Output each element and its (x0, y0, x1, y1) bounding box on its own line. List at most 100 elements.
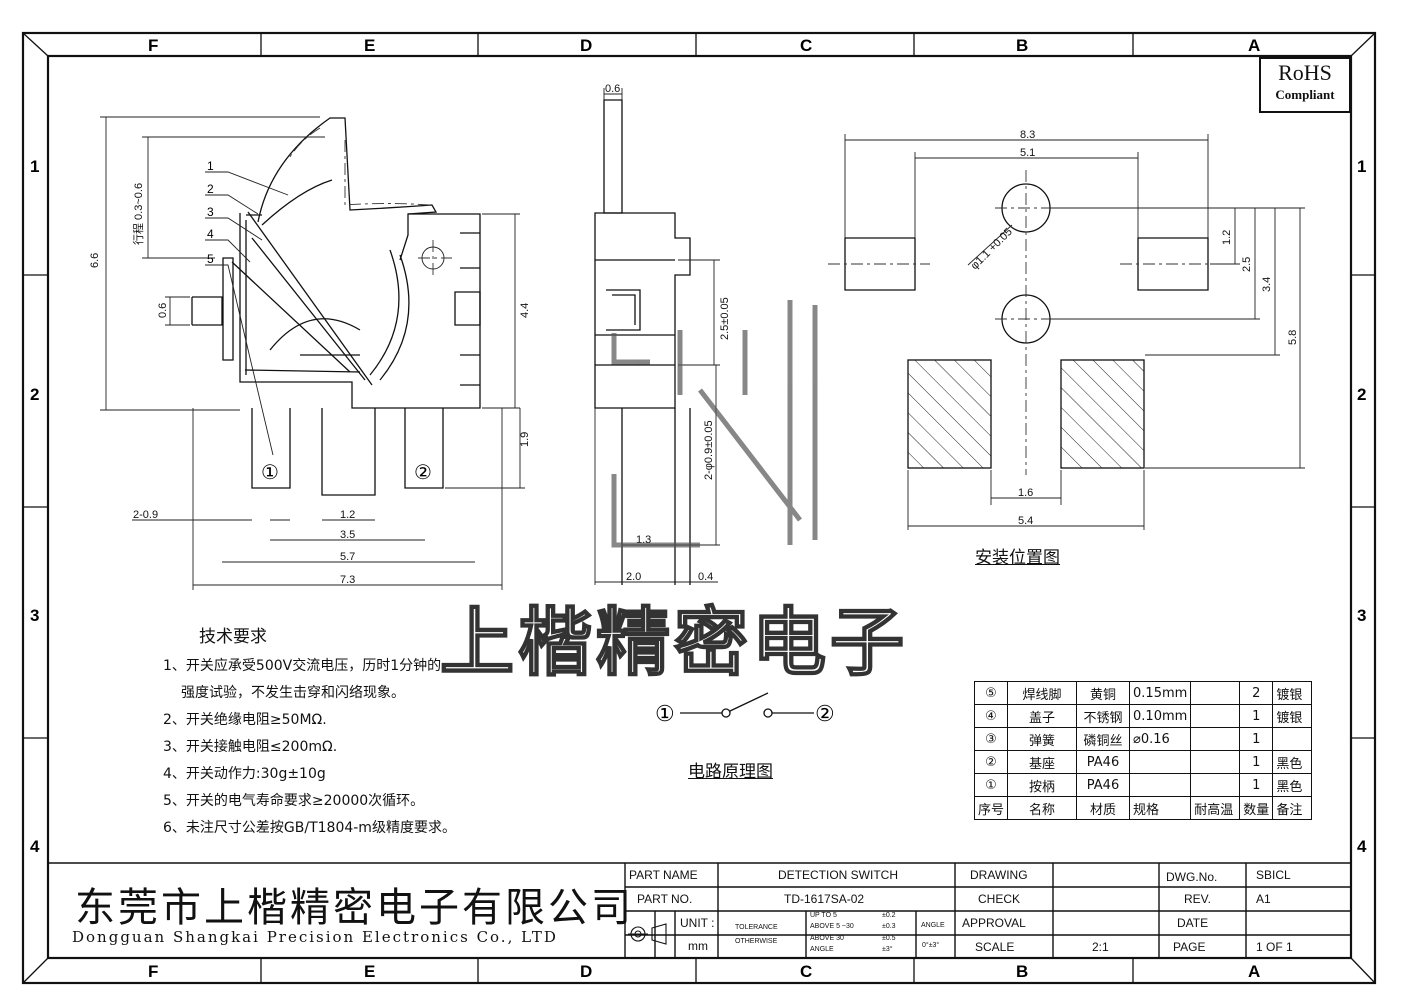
dwg-no-label: DWG.No. (1166, 870, 1218, 884)
logo-watermark-shape (611, 300, 818, 548)
zone-row-3-right: 3 (1357, 606, 1366, 625)
zone-row-1-left: 1 (30, 157, 39, 176)
requirements-title: 技术要求 (199, 627, 267, 647)
bom-cell: 黑色 (1272, 773, 1313, 797)
callout-5: 5 (207, 252, 214, 266)
bom-cell: 1 (1239, 727, 1274, 751)
tol-value: ±3° (882, 946, 893, 953)
bom-cell: 按柄 (1007, 773, 1078, 797)
rev-label: REV. (1184, 892, 1211, 906)
zone-row-4-left: 4 (30, 837, 40, 856)
bom-header-cell: 规格 (1129, 796, 1192, 820)
dim-d1: 1.2 (340, 509, 355, 521)
rev-value: A1 (1256, 892, 1271, 906)
bom-cell (1190, 750, 1241, 774)
bom-cell: ③ (973, 727, 1009, 751)
bom-cell: 0.10mm (1129, 704, 1192, 728)
scale-label: SCALE (975, 940, 1015, 954)
tol-range: ABOVE 30 (810, 935, 844, 942)
outer-border (21, 31, 1377, 985)
rohs-subtitle: Compliant (1275, 87, 1335, 102)
zone-col-d-bottom: D (580, 962, 592, 981)
terminal-1-label: ① (261, 462, 279, 484)
dim-body-height: 4.4 (519, 303, 531, 318)
company-name-cn: 东莞市上楷精密电子有限公司 (75, 885, 634, 931)
zone-col-d-top: D (580, 36, 592, 55)
dim-d3: 5.7 (340, 551, 355, 563)
circuit-caption: 电路原理图 (688, 762, 773, 782)
zone-col-a-top: A (1248, 36, 1260, 55)
approval-label: APPROVAL (962, 916, 1026, 930)
bom-cell: ② (973, 750, 1009, 774)
requirement-item: 强度试验，不发生击穿和闪络现象。 (181, 685, 405, 701)
requirement-item: 2、开关绝缘电阻≥50MΩ. (163, 712, 327, 728)
callout-1: 1 (207, 159, 214, 173)
part-name-value: DETECTION SWITCH (778, 868, 898, 882)
requirement-item: 3、开关接触电阻≤200mΩ. (163, 739, 338, 755)
bom-cell: 不锈钢 (1076, 704, 1131, 728)
dim-fp-w3: 5.4 (1018, 515, 1033, 527)
bom-cell (1190, 773, 1241, 797)
circuit-left-terminal: ① (655, 701, 675, 726)
bom-cell (1272, 727, 1313, 751)
zone-col-a-bottom: A (1248, 962, 1260, 981)
footprint-caption: 安装位置图 (975, 548, 1060, 568)
tol-value: ±0.2 (882, 912, 896, 919)
callout-4: 4 (207, 227, 214, 241)
tolerance-label: TOLERANCE (735, 924, 778, 931)
scale-value: 2:1 (1092, 940, 1109, 954)
zone-col-b-top: B (1016, 36, 1028, 55)
requirement-item: 5、开关的电气寿命要求≥20000次循环。 (163, 793, 425, 809)
page-label: PAGE (1173, 940, 1206, 954)
zone-row-4-right: 4 (1357, 837, 1367, 856)
check-label: CHECK (978, 892, 1021, 906)
tol-range: ANGLE (810, 946, 834, 953)
bom-cell: 镀银 (1272, 704, 1313, 728)
part-no-value: TD-1617SA-02 (784, 892, 865, 906)
dim-side-height: 6.6 (89, 253, 101, 268)
title-block-grid (48, 862, 1351, 958)
bom-cell: 黄铜 (1076, 681, 1131, 705)
circuit-right-terminal: ② (815, 701, 835, 726)
dim-fp-w2: 5.1 (1020, 147, 1035, 159)
bom-cell: 盖子 (1007, 704, 1078, 728)
bom-cell (1129, 750, 1192, 774)
bom-cell: 1 (1239, 773, 1274, 797)
bom-cell: 基座 (1007, 750, 1078, 774)
company-watermark: 上楷精密电子 (439, 599, 908, 687)
bill-of-materials: ⑤ 焊线脚 黄铜 0.15mm 2 镀银 ④ 盖子 不锈钢 0.10mm 1 镀… (973, 681, 1313, 820)
bom-cell: 1 (1239, 750, 1274, 774)
bom-cell: PA46 (1076, 750, 1131, 774)
bom-cell: 2 (1239, 681, 1274, 705)
table-row: ③ 弹簧 磷铜丝 ⌀0.16 1 (973, 727, 1313, 751)
rohs-badge: RoHS Compliant (1259, 57, 1351, 113)
zone-col-c-bottom: C (800, 962, 812, 981)
bom-cell (1190, 704, 1241, 728)
bom-cell: ⑤ (973, 681, 1009, 705)
page-value: 1 OF 1 (1256, 940, 1293, 954)
bom-cell: PA46 (1076, 773, 1131, 797)
bom-cell: 黑色 (1272, 750, 1313, 774)
terminal-2-label: ② (414, 462, 432, 484)
angle-label: ANGLE (921, 922, 945, 929)
tol-value: ±0.5 (882, 935, 896, 942)
side-view: 6.6 行程 0.3~0.6 0.6 4.4 1.9 2-0.9 1.2 3.5… (89, 116, 531, 590)
dim-fp-v1: 1.2 (1221, 230, 1233, 245)
dim-end-top: 0.6 (605, 83, 620, 95)
tol-range: ABOVE 5 ~30 (810, 923, 854, 930)
zone-row-1-right: 1 (1357, 157, 1366, 176)
table-header-row: 序号 名称 材质 规格 耐高温 数量 备注 (973, 796, 1313, 820)
drawing-label: DRAWING (970, 868, 1028, 882)
bom-cell (1190, 727, 1241, 751)
part-name-label: PART NAME (629, 868, 698, 882)
zone-row-3-left: 3 (30, 606, 39, 625)
tol-range: UP TO 5 (810, 912, 837, 919)
dim-end-b: 2-φ0.9±0.05 (703, 420, 715, 480)
zone-col-f-bottom: F (148, 962, 158, 981)
requirement-item: 1、开关应承受500V交流电压，历时1分钟的 (163, 658, 442, 674)
tol-value: ±0.3 (882, 923, 896, 930)
zone-col-e-bottom: E (364, 962, 375, 981)
projection-symbol-icon (628, 923, 667, 945)
bom-header-cell: 序号 (973, 796, 1009, 820)
requirement-item: 4、开关动作力:30g±10g (163, 766, 326, 782)
